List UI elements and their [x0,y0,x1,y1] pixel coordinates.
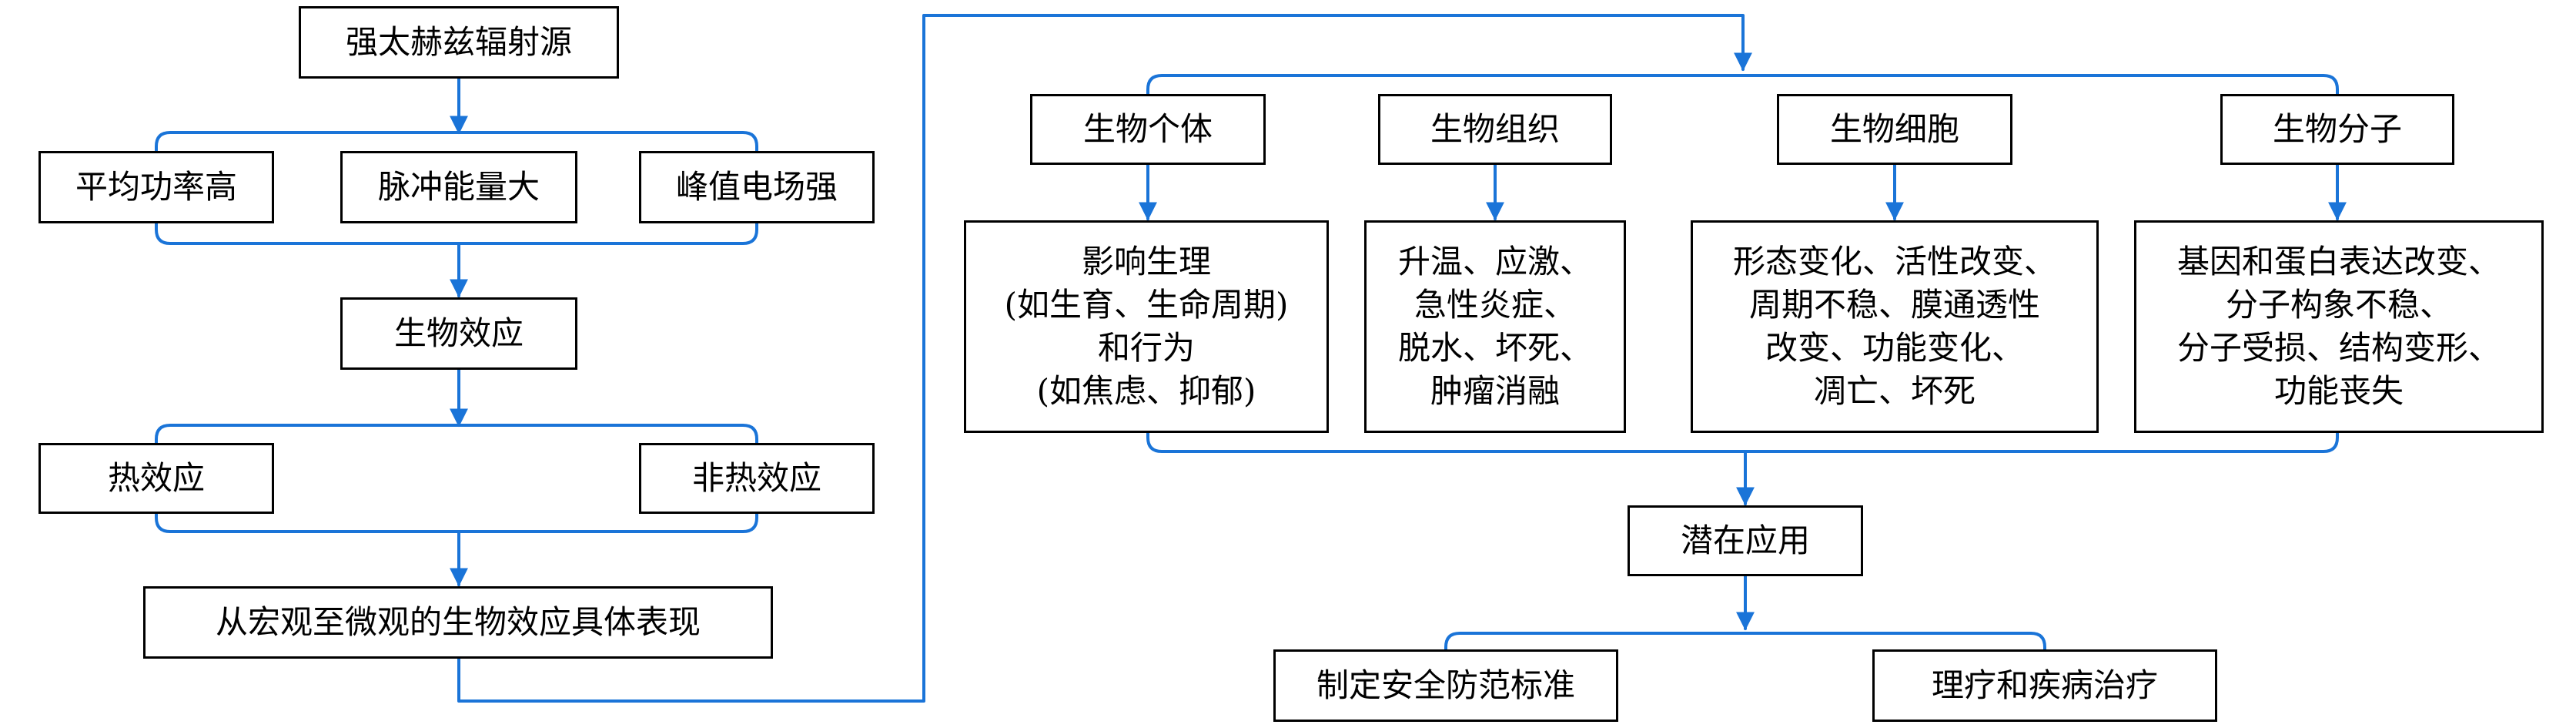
detail-line: 升温、应激、 [1397,243,1592,280]
source-box: 强太赫兹辐射源 [299,6,619,79]
property-label: 峰值电场强 [675,168,838,206]
property-label: 脉冲能量大 [377,168,540,206]
application-item-label: 理疗和疾病治疗 [1931,666,2158,704]
detail-line: 和行为 [1097,329,1195,367]
level-label: 生物个体 [1082,110,1213,148]
effect-box-nonthermal: 非热效应 [639,443,875,514]
property-box-average-power: 平均功率高 [38,151,274,223]
source-label: 强太赫兹辐射源 [345,23,572,61]
level-box-individual: 生物个体 [1030,94,1266,165]
level-label: 生物组织 [1430,110,1560,148]
detail-line: 改变、功能变化、 [1765,329,2024,367]
properties-top-bracket [155,131,758,157]
application-box-safety-standards: 制定安全防范标准 [1273,649,1618,722]
detail-line: 凋亡、坏死 [1813,372,1975,410]
application-box-therapy: 理疗和疾病治疗 [1872,649,2217,722]
level-box-tissue: 生物组织 [1378,94,1612,165]
bio-effect-label: 生物效应 [393,314,524,352]
bio-effect-box: 生物效应 [340,297,577,370]
detail-line: 周期不稳、膜通透性 [1748,286,2040,324]
property-label: 平均功率高 [75,168,237,206]
applications-top-bracket [1444,632,2046,658]
effect-types-bottom-bracket [155,507,758,533]
details-bottom-bracket [1146,427,2339,453]
level-label: 生物细胞 [1829,110,1959,148]
detail-line: (如焦虑、抑郁) [1036,372,1256,410]
detail-box-individual: 影响生理 (如生育、生命周期) 和行为 (如焦虑、抑郁) [964,220,1329,433]
detail-box-molecule: 基因和蛋白表达改变、 分子构象不稳、 分子受损、结构变形、 功能丧失 [2134,220,2544,433]
detail-box-tissue: 升温、应激、 急性炎症、 脱水、坏死、 肿瘤消融 [1364,220,1626,433]
property-box-pulse-energy: 脉冲能量大 [340,151,577,223]
detail-line: 肿瘤消融 [1430,372,1560,410]
detail-line: 脱水、坏死、 [1397,329,1592,367]
level-box-molecule: 生物分子 [2220,94,2454,165]
application-item-label: 制定安全防范标准 [1316,666,1575,704]
property-box-peak-field: 峰值电场强 [639,151,875,223]
detail-line: 形态变化、活性改变、 [1732,243,2056,280]
detail-line: (如生育、生命周期) [1004,286,1289,324]
detail-line: 分子受损、结构变形、 [2176,329,2501,367]
level-box-cell: 生物细胞 [1777,94,2012,165]
levels-top-bracket [1146,74,2339,100]
arrow-manifestation-to-levels [457,14,1752,703]
level-label: 生物分子 [2272,110,2402,148]
effect-label: 热效应 [107,459,205,497]
detail-line: 急性炎症、 [1413,286,1576,324]
effect-box-thermal: 热效应 [38,443,274,514]
properties-bottom-bracket [155,219,758,245]
application-label: 潜在应用 [1680,522,1810,559]
detail-line: 基因和蛋白表达改变、 [2176,243,2501,280]
application-box: 潜在应用 [1628,505,1863,576]
detail-box-cell: 形态变化、活性改变、 周期不稳、膜通透性 改变、功能变化、 凋亡、坏死 [1691,220,2099,433]
manifestation-box: 从宏观至微观的生物效应具体表现 [143,586,773,659]
effect-types-top-bracket [155,424,758,450]
manifestation-label: 从宏观至微观的生物效应具体表现 [215,603,701,641]
detail-line: 影响生理 [1081,243,1211,280]
detail-line: 分子构象不稳、 [2225,286,2452,324]
effect-label: 非热效应 [691,459,821,497]
detail-line: 功能丧失 [2273,372,2404,410]
